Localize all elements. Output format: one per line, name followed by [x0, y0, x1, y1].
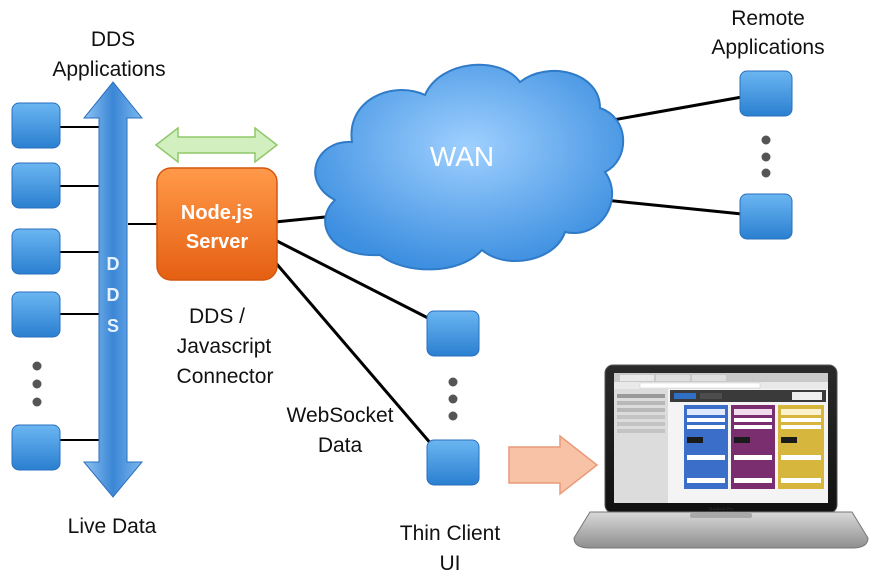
- thin-client-box: [426, 310, 480, 357]
- server-label-line1: Node.js: [181, 202, 253, 224]
- thin-client-label-line2: UI: [440, 552, 461, 575]
- toolbar-button: [674, 393, 696, 399]
- dds-applications-label-line1: DDS: [91, 28, 135, 51]
- bus-letter-3: S: [107, 316, 119, 336]
- toolbar-button: [700, 393, 722, 399]
- browser-tab: [656, 375, 690, 381]
- remote-applications-label-line2: Applications: [711, 36, 824, 59]
- sidebar-row: [617, 422, 665, 426]
- thin-client-box: [426, 439, 480, 486]
- dashboard-panel-blue: [684, 405, 728, 489]
- dds-bus-arrow: [82, 81, 144, 498]
- dds-app-box: [11, 162, 61, 209]
- app-sidebar: [614, 389, 668, 503]
- dds-applications-label-line2: Applications: [52, 58, 165, 81]
- bus-letter-2: D: [107, 285, 120, 305]
- live-data-label: Live Data: [68, 515, 157, 538]
- dds-app-box: [11, 291, 61, 338]
- sidebar-row: [617, 429, 665, 433]
- toolbar-logo: [792, 392, 822, 400]
- laptop-brand: MacBook Pro: [709, 506, 734, 511]
- laptop-base: [573, 511, 869, 549]
- browser-tab: [692, 375, 726, 381]
- connector-label-line3: Connector: [177, 365, 274, 388]
- remote-app-ellipsis: [761, 135, 771, 178]
- websocket-label-line1: WebSocket: [287, 404, 394, 427]
- dds-app-boxes: [11, 102, 61, 471]
- sidebar-row: [617, 394, 665, 398]
- server-label-line2: Server: [186, 231, 248, 253]
- wan-cloud: [314, 63, 625, 271]
- remote-app-box: [739, 193, 793, 240]
- dds-app-ellipsis: [32, 361, 42, 407]
- thin-client-ellipsis: [448, 377, 458, 421]
- dashboard-panel-purple: [731, 405, 775, 489]
- wan-label: WAN: [430, 141, 494, 172]
- dds-app-box: [11, 102, 61, 149]
- laptop: MacBook Pro: [573, 364, 869, 549]
- remote-applications-label-line1: Remote: [731, 7, 805, 30]
- thin-client-label-line1: Thin Client: [400, 522, 501, 545]
- address-field: [639, 382, 761, 389]
- browser-tab: [620, 375, 654, 381]
- sidebar-row: [617, 408, 665, 412]
- salmon-arrow: [508, 434, 599, 496]
- sidebar-row: [617, 401, 665, 405]
- laptop-hinge: [690, 513, 752, 518]
- websocket-label-line2: Data: [318, 434, 363, 457]
- connector-label-line2: Javascript: [177, 335, 272, 358]
- dds-app-box: [11, 424, 61, 471]
- dds-app-box: [11, 228, 61, 275]
- app-bus-connectors: [60, 126, 160, 441]
- connector-label-line1: DDS /: [189, 305, 245, 328]
- dashboard-panel-yellow: [778, 405, 824, 489]
- remote-app-box: [739, 70, 793, 117]
- nodejs-server-box: [156, 167, 278, 281]
- green-double-arrow: [154, 126, 279, 164]
- sidebar-row: [617, 415, 665, 419]
- bus-letter-1: D: [107, 254, 120, 274]
